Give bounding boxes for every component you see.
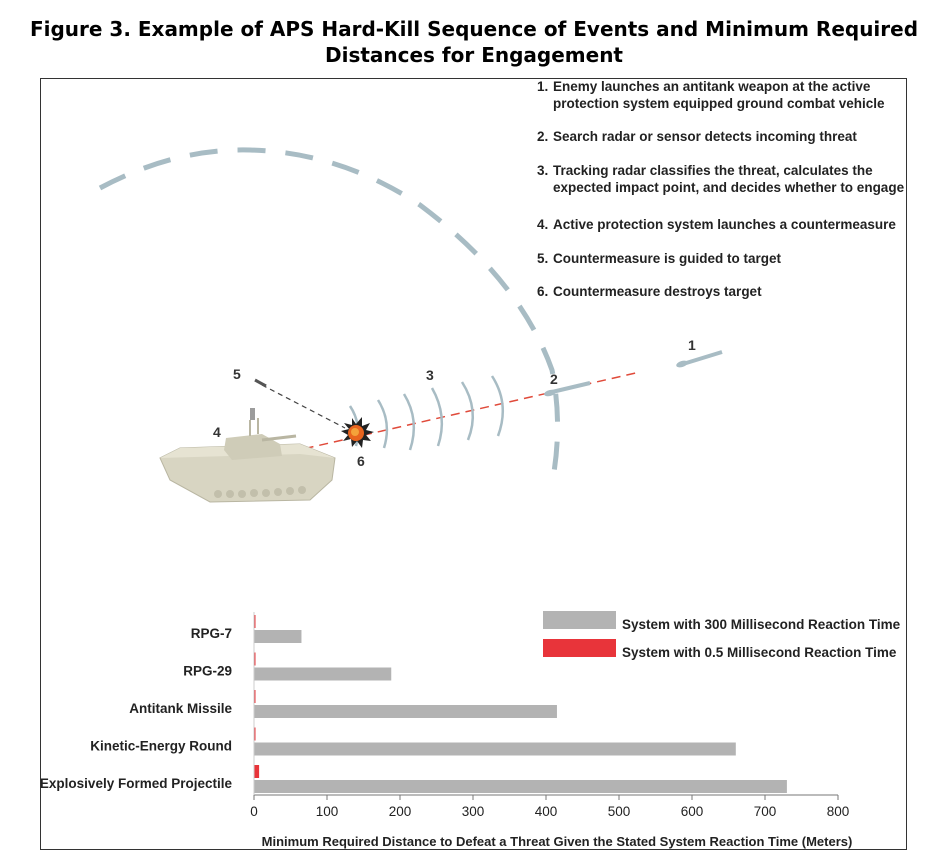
explosion-icon — [341, 417, 374, 448]
chart-marks — [254, 615, 787, 793]
bar-slow-2 — [254, 705, 557, 718]
step-number: 2. — [537, 129, 549, 144]
legend-swatch-fast — [543, 639, 616, 657]
step-number: 3. — [537, 163, 549, 178]
step-number: 1. — [537, 79, 549, 94]
step-number: 5. — [537, 251, 549, 266]
bar-fast-0 — [254, 615, 256, 628]
step-number: 4. — [537, 217, 549, 232]
countermeasure-guidance-line — [261, 384, 346, 429]
figure-title-line-1: Figure 3. Example of APS Hard-Kill Seque… — [29, 17, 919, 41]
bar-fast-4 — [254, 765, 260, 778]
ground-combat-vehicle-icon — [159, 408, 336, 503]
x-tick-label-8: 800 — [827, 804, 850, 819]
figure-frame — [40, 78, 907, 850]
step-text: Search radar or sensor detects incoming … — [553, 129, 857, 144]
x-axis-label: Minimum Required Distance to Defeat a Th… — [262, 834, 853, 849]
step-item-2: 2. Search radar or sensor detects incomin… — [537, 128, 921, 145]
x-tick-label-4: 400 — [535, 804, 558, 819]
figure-title-line-2: Distances for Engagement — [324, 43, 623, 67]
x-tick-label-3: 300 — [462, 804, 485, 819]
step-number: 6. — [537, 284, 549, 299]
legend-label-slow: System with 300 Millisecond Reaction Tim… — [622, 617, 901, 632]
step-item-1: 1. Enemy launches an antitank weapon at t… — [537, 78, 921, 112]
radar-search-arc — [98, 147, 561, 473]
x-tick-label-2: 200 — [389, 804, 412, 819]
category-label-3: Kinetic-Energy Round — [90, 739, 232, 754]
category-label-1: RPG-29 — [183, 664, 232, 679]
step-text: Enemy launches an antitank weapon at the… — [553, 79, 885, 111]
category-label-4: Explosively Formed Projectile — [40, 776, 233, 791]
x-tick-label-5: 500 — [608, 804, 631, 819]
bar-slow-1 — [254, 667, 392, 681]
step-text: Countermeasure is guided to target — [553, 251, 782, 266]
detected-projectile-icon — [544, 381, 591, 397]
bar-fast-1 — [254, 652, 256, 666]
bar-slow-3 — [254, 742, 736, 756]
x-tick-label-0: 0 — [250, 804, 258, 819]
step-text: Countermeasure destroys target — [553, 284, 762, 299]
diagram-label-4: 4 — [213, 424, 221, 440]
x-tick-label-1: 100 — [316, 804, 339, 819]
countermeasure-icon — [254, 378, 267, 388]
legend-swatch-slow — [543, 611, 616, 629]
tracking-radar-waves — [348, 375, 504, 451]
diagram-label-3: 3 — [426, 367, 434, 383]
diagram-label-6: 6 — [357, 453, 365, 469]
step-text: Active protection system launches a coun… — [553, 217, 896, 232]
category-label-2: Antitank Missile — [129, 701, 232, 716]
x-axis-ticks: 0 100 200 300 400 500 600 700 800 — [250, 795, 849, 819]
category-label-0: RPG-7 — [191, 626, 232, 641]
engagement-diagram: 1 2 3 4 5 6 — [98, 147, 723, 503]
diagram-label-5: 5 — [233, 366, 241, 382]
x-tick-label-7: 700 — [754, 804, 777, 819]
bar-slow-0 — [254, 630, 302, 643]
step-item-4: 4. Active protection system launches a co… — [537, 216, 921, 233]
bar-fast-3 — [254, 727, 256, 741]
x-tick-label-6: 600 — [681, 804, 704, 819]
step-item-6: 6. Countermeasure destroys target — [537, 283, 921, 300]
step-item-3: 3. Tracking radar classifies the threat, … — [537, 162, 905, 196]
diagram-label-1: 1 — [688, 337, 696, 353]
step-text: Tracking radar classifies the threat, ca… — [553, 163, 905, 195]
legend-label-fast: System with 0.5 Millisecond Reaction Tim… — [622, 645, 897, 660]
step-item-5: 5. Countermeasure is guided to target — [537, 250, 921, 267]
bar-slow-4 — [254, 780, 787, 793]
projectile-icon — [676, 350, 723, 368]
bar-fast-2 — [254, 690, 256, 703]
chart-legend: System with 300 Millisecond Reaction Tim… — [543, 611, 901, 660]
diagram-label-2: 2 — [550, 371, 558, 387]
figure-title: Figure 3. Example of APS Hard-Kill Seque… — [0, 16, 948, 68]
